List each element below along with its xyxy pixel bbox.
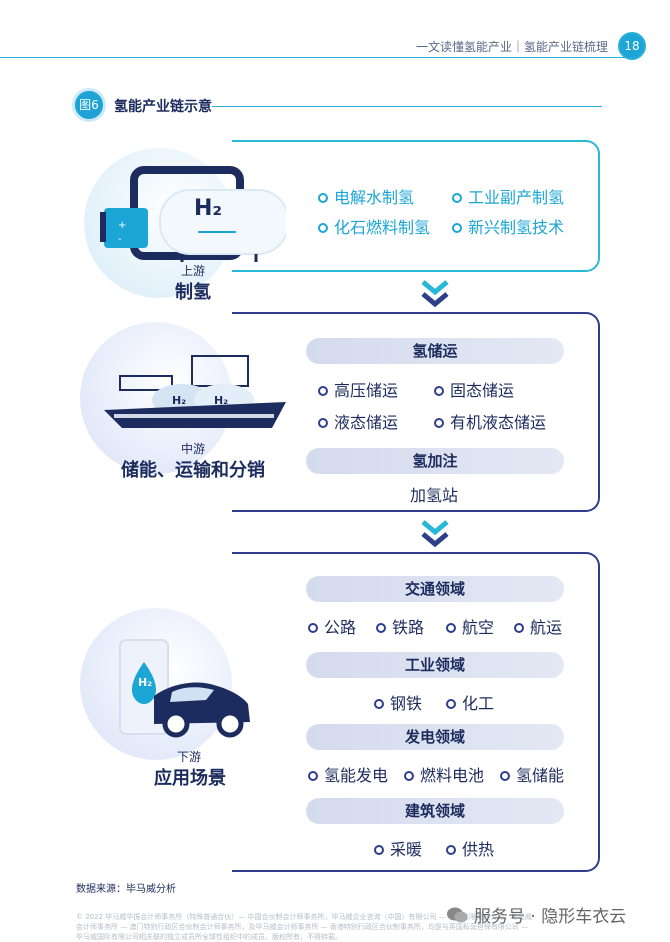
hydrogen-production-icon: + -	[100, 166, 286, 262]
svg-text:+: +	[118, 220, 126, 231]
chevron-down-icon	[421, 520, 449, 548]
bullet-icon	[514, 622, 524, 633]
upstream-item-1: 电解水制氢	[318, 184, 414, 208]
transport-item-2: 铁路	[376, 614, 424, 638]
hydrogen-transport-ship-icon	[104, 355, 286, 428]
transport-item-3: 航空	[446, 614, 494, 638]
building-item-2: 供热	[446, 836, 494, 860]
bullet-icon	[308, 622, 318, 633]
transport-item-4: 航运	[514, 614, 562, 638]
bullet-icon	[404, 770, 414, 781]
bullet-icon	[376, 622, 386, 633]
power-item-2: 燃料电池	[404, 762, 484, 786]
bullet-icon	[374, 698, 384, 709]
upstream-stage: 上游	[180, 264, 205, 278]
upstream-name: 制氢	[175, 282, 211, 303]
storage-header: 氢储运	[306, 338, 564, 364]
storage-item-2: 固态储运	[434, 377, 514, 401]
building-item-1: 采暖	[374, 836, 422, 860]
copyright-fine-print: © 2022 毕马威华振会计师事务所（特殊普通合伙）— 中国合伙制会计师事务所，…	[76, 913, 532, 941]
bullet-icon	[446, 622, 456, 633]
upstream-panel	[232, 140, 600, 272]
figure-title: 氢能产业链示意	[114, 99, 212, 115]
wechat-icon	[447, 907, 468, 923]
data-source: 数据来源：毕马威分析	[76, 884, 176, 895]
page-header: 一文读懂氢能产业｜氢能产业链梳理 18	[0, 0, 670, 62]
downstream-h2-label: H₂	[138, 676, 153, 689]
industry-item-1: 钢铁	[374, 690, 422, 714]
midstream-name: 储能、运输和分销	[121, 460, 265, 481]
header-title: 一文读懂氢能产业｜氢能产业链梳理	[415, 40, 608, 54]
transport-header: 交通领域	[306, 576, 564, 602]
refuel-header: 氢加注	[306, 448, 564, 474]
bullet-icon	[500, 770, 510, 781]
downstream-stage: 下游	[176, 750, 201, 764]
building-header: 建筑领域	[306, 798, 564, 824]
svg-text:-: -	[118, 234, 122, 245]
bullet-icon	[434, 385, 444, 396]
storage-item-1: 高压储运	[318, 377, 398, 401]
bullet-icon	[434, 417, 444, 428]
upstream-item-3: 化石燃料制氢	[318, 214, 430, 238]
upstream-item-4: 新兴制氢技术	[452, 214, 564, 238]
bullet-icon	[318, 192, 328, 203]
transport-item-1: 公路	[308, 614, 356, 638]
bullet-icon	[446, 844, 456, 855]
downstream-name: 应用场景	[154, 768, 226, 789]
storage-item-3: 液态储运	[318, 409, 398, 433]
industry-item-2: 化工	[446, 690, 494, 714]
bullet-icon	[318, 222, 328, 233]
power-header: 发电领域	[306, 724, 564, 750]
midstream-h2-label-1: H₂	[172, 394, 187, 407]
midstream-h2-label-2: H₂	[214, 394, 229, 407]
upstream-h2-label: H₂	[194, 196, 223, 221]
midstream-stage: 中游	[180, 442, 205, 456]
bullet-icon	[318, 385, 328, 396]
chevron-down-icon	[421, 280, 449, 308]
page-number: 18	[618, 32, 646, 60]
bullet-icon	[308, 770, 318, 781]
refuel-item: 加氢站	[410, 486, 459, 505]
bullet-icon	[446, 698, 456, 709]
bullet-icon	[318, 417, 328, 428]
upstream-item-2: 工业副产制氢	[452, 184, 564, 208]
header-rule	[0, 57, 626, 58]
watermark: 服务号 · 隐形车衣云	[474, 907, 627, 927]
storage-item-4: 有机液态储运	[434, 409, 546, 433]
bullet-icon	[452, 192, 462, 203]
bullet-icon	[452, 222, 462, 233]
power-item-3: 氢储能	[500, 762, 564, 786]
industry-header: 工业领域	[306, 652, 564, 678]
bullet-icon	[374, 844, 384, 855]
figure-badge: 图6	[72, 88, 106, 122]
figure-title-rule	[212, 106, 602, 107]
hydrogen-car-station-icon	[119, 639, 250, 738]
power-item-1: 氢能发电	[308, 762, 388, 786]
